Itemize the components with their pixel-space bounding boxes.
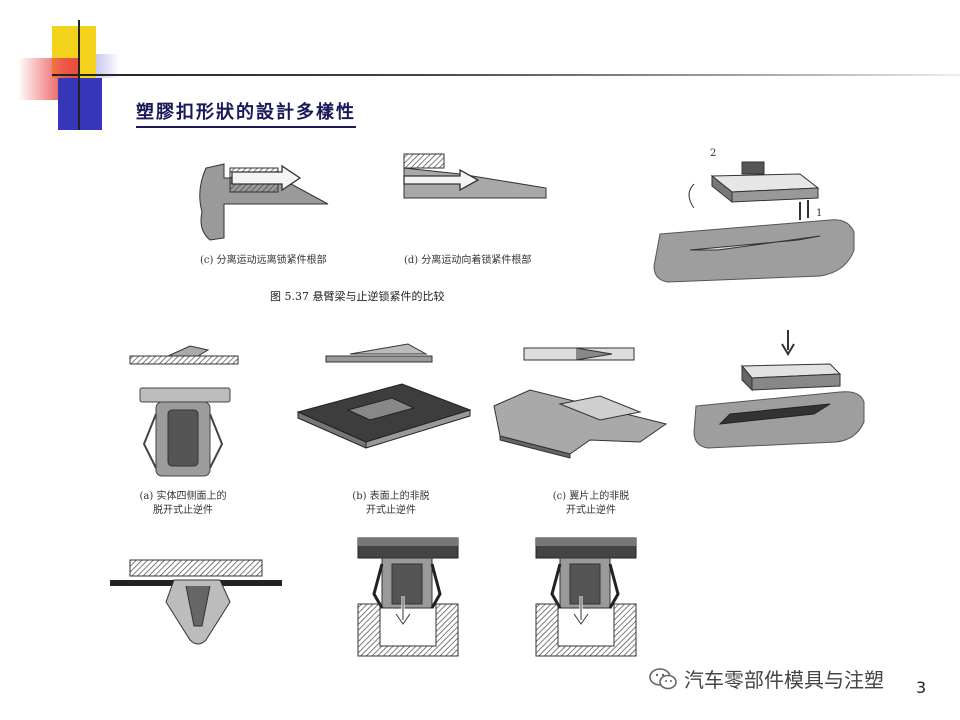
figure-a-clip	[139, 387, 231, 477]
page-number: 3	[916, 678, 927, 697]
figure-clip-section-left	[357, 537, 459, 657]
figure-c-top	[523, 347, 635, 361]
deco-blue-block	[58, 78, 102, 130]
watermark: 汽车零部件模具与注塑	[648, 664, 884, 693]
figure-a-top	[129, 345, 239, 365]
figure-b-plate	[296, 383, 472, 449]
caption-c-wing: (c) 翼片上的非脱 开式止逆件	[526, 490, 656, 518]
figure-barb-section	[110, 559, 282, 645]
figure-clip-pressed	[693, 330, 865, 449]
caption-a-line2: 脱开式止逆件	[153, 505, 213, 516]
figure-clip-insert: 2 1	[653, 148, 855, 283]
caption-b: (b) 表面上的非脱 开式止逆件	[326, 490, 456, 518]
caption-b-line2: 开式止逆件	[366, 505, 416, 516]
caption-a-line1: (a) 实体四侧面上的	[139, 491, 227, 502]
wechat-icon	[649, 667, 677, 689]
caption-c: (c) 分离运动远离锁紧件根部	[200, 255, 327, 266]
slide-title: 塑膠扣形狀的設計多樣性	[136, 98, 356, 128]
caption-a: (a) 实体四侧面上的 脱开式止逆件	[118, 490, 248, 518]
label-1: 1	[816, 208, 822, 219]
caption-c-line1: (c) 翼片上的非脱	[552, 491, 630, 502]
caption-b-line1: (b) 表面上的非脱	[352, 491, 430, 502]
figure-d-cantilever	[403, 153, 547, 199]
figure-c-wing	[493, 389, 668, 459]
figure-clip-section-right	[535, 537, 637, 657]
watermark-text: 汽车零部件模具与注塑	[684, 668, 884, 692]
figure-caption: 图 5.37 悬臂梁与止逆锁紧件的比较	[270, 290, 445, 303]
figure-b-top	[325, 343, 433, 363]
header-rule	[52, 74, 960, 76]
caption-c-line2: 开式止逆件	[566, 505, 616, 516]
caption-d: (d) 分离运动向着锁紧件根部	[404, 255, 532, 266]
figure-c-cantilever	[199, 163, 329, 241]
label-2: 2	[710, 148, 716, 159]
